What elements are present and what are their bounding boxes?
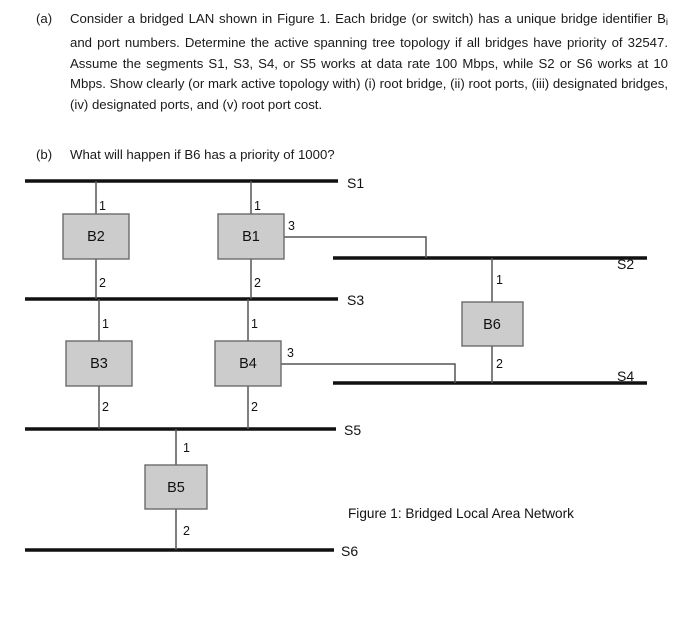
bridge-box-b5[interactable]	[144, 464, 208, 510]
wire-b4-port3	[281, 363, 456, 383]
port-labels: 1 2 1 2 3 1 2 1 2 3 1 2 1 2	[99, 199, 503, 538]
question-b-text: What will happen if B6 has a priority of…	[70, 147, 335, 162]
port-label-b3-1: 1	[102, 317, 109, 331]
port-label-b4-2: 2	[251, 400, 258, 414]
segment-label-s1: S1	[347, 175, 364, 191]
question-a-label: (a)	[36, 11, 53, 26]
bridge-box-b6[interactable]	[461, 301, 524, 347]
bridge-label-b2: B2	[87, 229, 105, 245]
bridge-box-b3[interactable]	[65, 340, 133, 387]
bridge-label-b1: B1	[242, 229, 260, 245]
segment-labels: S1 S2 S3 S4 S5 S6	[341, 175, 634, 559]
question-a-text: Consider a bridged LAN shown in Figure 1…	[70, 9, 668, 115]
port-label-b6-1: 1	[496, 273, 503, 287]
question-a: (a) Consider a bridged LAN shown in Figu…	[36, 9, 668, 115]
bridge-box-b4[interactable]	[214, 340, 282, 387]
segment-label-s4: S4	[617, 368, 634, 384]
bridge-label-b4: B4	[239, 356, 257, 372]
segment-label-s5: S5	[344, 422, 361, 438]
segment-label-s2: S2	[617, 256, 634, 272]
question-b-label: (b)	[36, 147, 53, 162]
port-label-b5-2: 2	[183, 524, 190, 538]
port-label-b4-1: 1	[251, 317, 258, 331]
port-label-b1-1: 1	[254, 199, 261, 213]
port-label-b6-2: 2	[496, 357, 503, 371]
port-label-b1-3: 3	[288, 219, 295, 233]
bridge-label-b5: B5	[167, 480, 185, 496]
segment-label-s6: S6	[341, 543, 358, 559]
port-label-b5-1: 1	[183, 441, 190, 455]
wire-b1-port3	[284, 236, 427, 258]
question-a-subscript: i	[665, 17, 668, 29]
question-a-text-part1: Consider a bridged LAN shown in Figure 1…	[70, 11, 666, 26]
port-label-b3-2: 2	[102, 400, 109, 414]
bridge-label-b6: B6	[483, 317, 501, 333]
question-a-text-part2: and port numbers. Determine the active s…	[70, 35, 668, 112]
figure-caption: Figure 1: Bridged Local Area Network	[348, 506, 574, 521]
port-label-b2-1: 1	[99, 199, 106, 213]
port-wires	[95, 181, 493, 550]
bridge-nodes: B2 B1 B3 B4 B5 B6	[62, 213, 524, 510]
segment-label-s3: S3	[347, 292, 364, 308]
question-b: (b) What will happen if B6 has a priorit…	[36, 145, 536, 165]
bridge-label-b3: B3	[90, 356, 108, 372]
bridge-box-b1[interactable]	[217, 213, 285, 260]
segment-lines	[25, 179, 647, 552]
bridge-box-b2[interactable]	[62, 213, 130, 260]
port-label-b2-2: 2	[99, 276, 106, 290]
port-label-b1-2: 2	[254, 276, 261, 290]
port-label-b4-3: 3	[287, 346, 294, 360]
